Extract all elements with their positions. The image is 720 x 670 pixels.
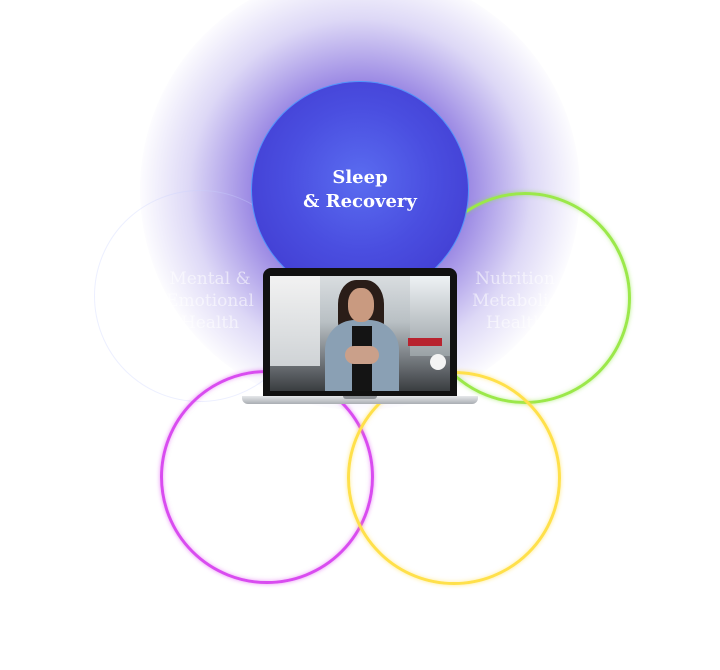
topic-left-line3: Health	[180, 313, 240, 333]
sphere-label-line2: & Recovery	[303, 191, 417, 212]
office-desk	[408, 338, 442, 346]
laptop-image	[242, 268, 478, 408]
sphere-label: Sleep & Recovery	[252, 166, 468, 214]
flower-icon	[430, 354, 446, 370]
laptop-notch	[343, 396, 377, 399]
laptop-screen-video	[270, 276, 450, 391]
topic-right-line1: Nutrition	[475, 269, 555, 289]
person-face	[348, 288, 374, 322]
topic-left-line1: Mental &	[169, 269, 251, 289]
office-window-left	[270, 276, 320, 366]
topic-right-line2: Metabolic	[472, 291, 558, 311]
topic-label-left[interactable]: Mental & Emotional Health	[150, 268, 270, 334]
topic-label-right[interactable]: Nutrition Metabolic Health	[455, 268, 575, 334]
laptop-base	[242, 396, 478, 404]
topic-left-line2: Emotional	[166, 291, 254, 311]
topic-right-line3: Health	[485, 313, 545, 333]
sleep-recovery-sphere[interactable]: Sleep & Recovery	[252, 82, 468, 298]
sphere-label-line1: Sleep	[332, 167, 388, 188]
person-hands	[345, 346, 379, 364]
laptop-lid	[263, 268, 457, 396]
